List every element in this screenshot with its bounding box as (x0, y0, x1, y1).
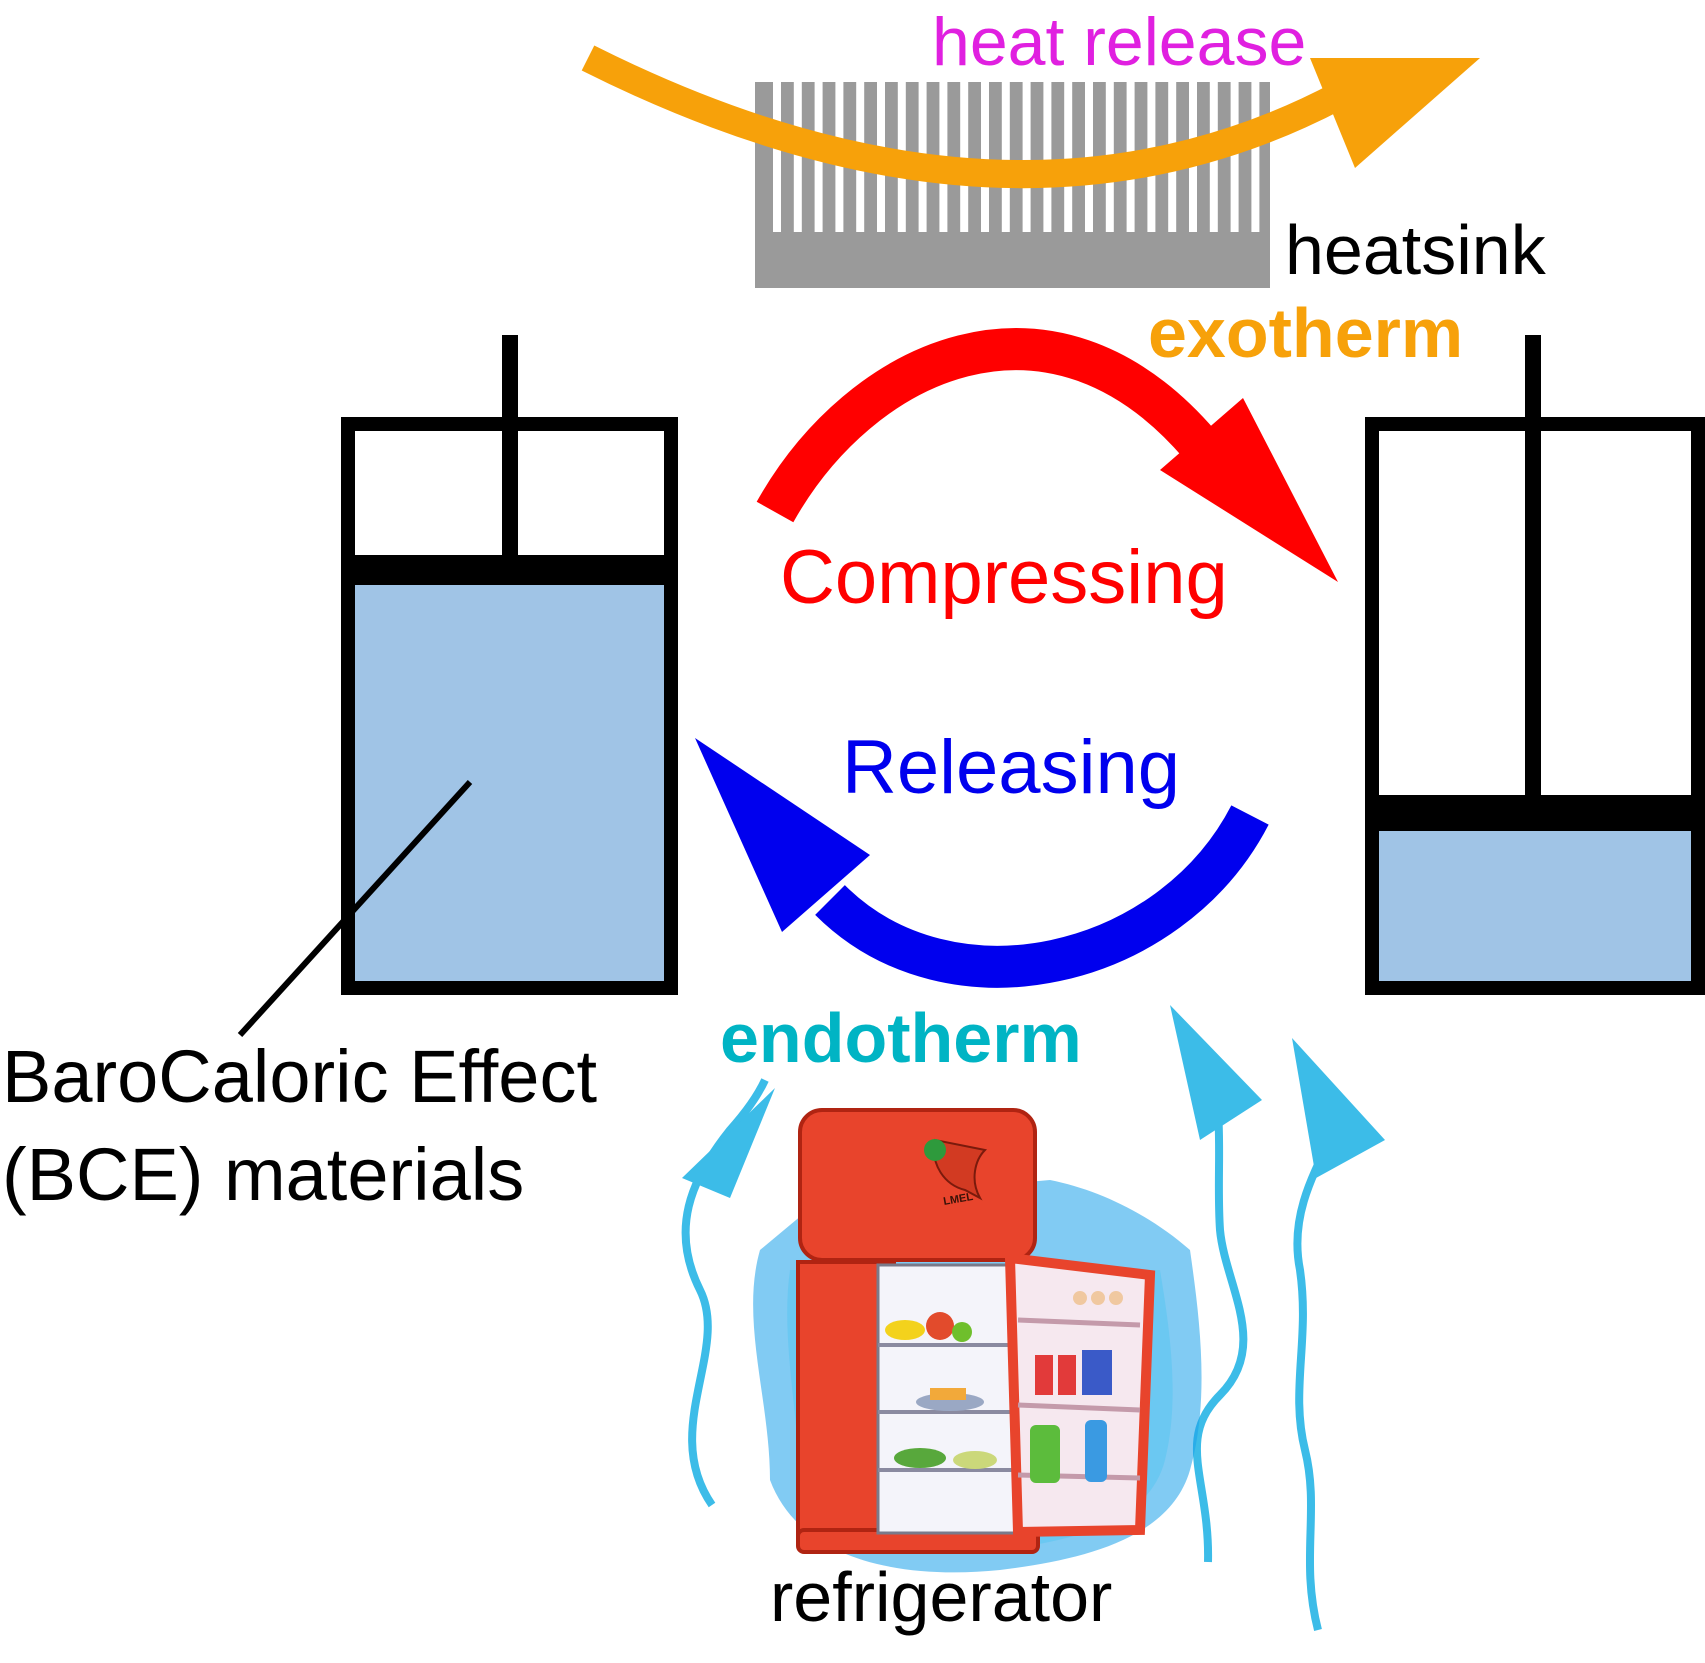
heatsink-fin-gap (1001, 82, 1010, 232)
heatsink-fin-gap (773, 82, 781, 232)
material-leader-line (237, 779, 473, 1038)
heatsink-fin-gap (1251, 82, 1260, 232)
exotherm-label: exotherm (1148, 294, 1464, 372)
compressing-arrow (756, 328, 1338, 582)
releasing-label: Releasing (842, 725, 1180, 810)
wavy-arrow-left (681, 1078, 775, 1508)
heatsink-fin-gap (793, 82, 802, 232)
compressing-label: Compressing (780, 535, 1228, 620)
heatsink-label: heatsink (1285, 211, 1546, 289)
heatsink-fin-gap (1022, 82, 1031, 232)
heat-release-label: heat release (932, 4, 1307, 80)
wavy-arrow-middle (1170, 1005, 1262, 1563)
refrigerator-icon (753, 1108, 1202, 1573)
material-label-line2: (BCE) materials (2, 1133, 525, 1216)
cylinder-right (1365, 335, 1705, 995)
endotherm-label: endotherm (720, 999, 1082, 1077)
cylinder-left (341, 335, 678, 995)
heatsink-fin-gap (981, 82, 989, 232)
material-label-line1: BaroCaloric Effect (2, 1035, 597, 1118)
heatsink-fin-gap (960, 82, 969, 232)
heatsink-fin-gap (1230, 82, 1239, 232)
heatsink-fin-gap (1043, 82, 1052, 232)
releasing-arrow (695, 738, 1269, 988)
fridge-magnet-label: LMEL (942, 1191, 974, 1208)
wavy-arrow-right (1292, 1038, 1385, 1631)
heat-release-arrow (581, 45, 1480, 189)
refrigerator-label: refrigerator (770, 1558, 1113, 1636)
heatsink-fin-gap (1064, 82, 1073, 232)
